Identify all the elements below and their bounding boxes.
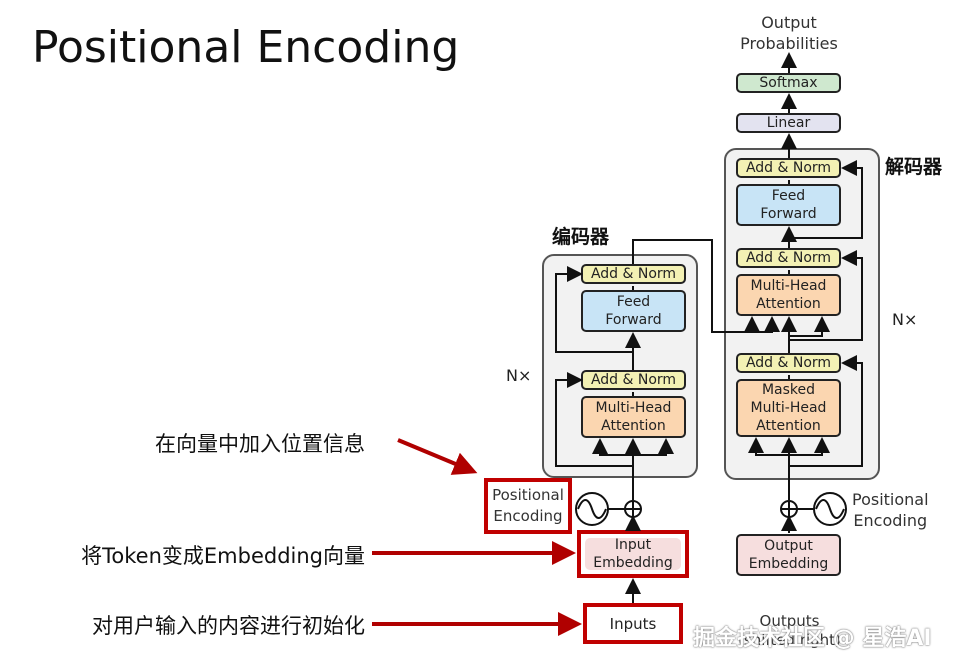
enc-qkv-left xyxy=(592,438,633,456)
dec-residual-2 xyxy=(789,250,863,341)
outputs-label: Outputs(shifted right) xyxy=(738,612,841,649)
annotation-positional: 在向量中加入位置信息 xyxy=(155,432,365,456)
encoder-nx: N× xyxy=(506,366,532,385)
encoder-add-norm-top: Add & Norm xyxy=(581,264,686,284)
decoder-label: 解码器 xyxy=(885,156,943,178)
enc-residual-1 xyxy=(555,372,633,467)
enc-qkv-right xyxy=(633,438,674,456)
arrow-positional xyxy=(397,438,478,475)
linear-block: Linear xyxy=(736,113,841,133)
annotation-embedding: 将Token变成Embedding向量 xyxy=(81,544,365,568)
decoder-add-norm-1: Add & Norm xyxy=(736,158,841,178)
decoder-nx: N× xyxy=(892,310,918,329)
page-title: Positional Encoding xyxy=(32,22,460,73)
inputs-box: Inputs xyxy=(583,603,683,644)
decoder-add-norm-2: Add & Norm xyxy=(736,248,841,268)
dec-residual-3 xyxy=(789,160,863,239)
watermark: 掘金技术社区 @ 星浩AI xyxy=(693,626,932,651)
encoder-to-decoder-1 xyxy=(632,239,760,333)
encoder-to-decoder-2 xyxy=(712,316,780,333)
dec-residual-1 xyxy=(789,355,863,467)
decoder-add-norm-3: Add & Norm xyxy=(736,353,841,373)
softmax-block: Softmax xyxy=(736,73,841,93)
annotation-arrows xyxy=(372,438,582,636)
annotation-inputs: 对用户输入的内容进行初始化 xyxy=(92,614,365,638)
encoder-label: 编码器 xyxy=(552,226,610,248)
encoder-add-norm-bottom: Add & Norm xyxy=(581,370,686,390)
enc-residual-2 xyxy=(555,266,633,353)
